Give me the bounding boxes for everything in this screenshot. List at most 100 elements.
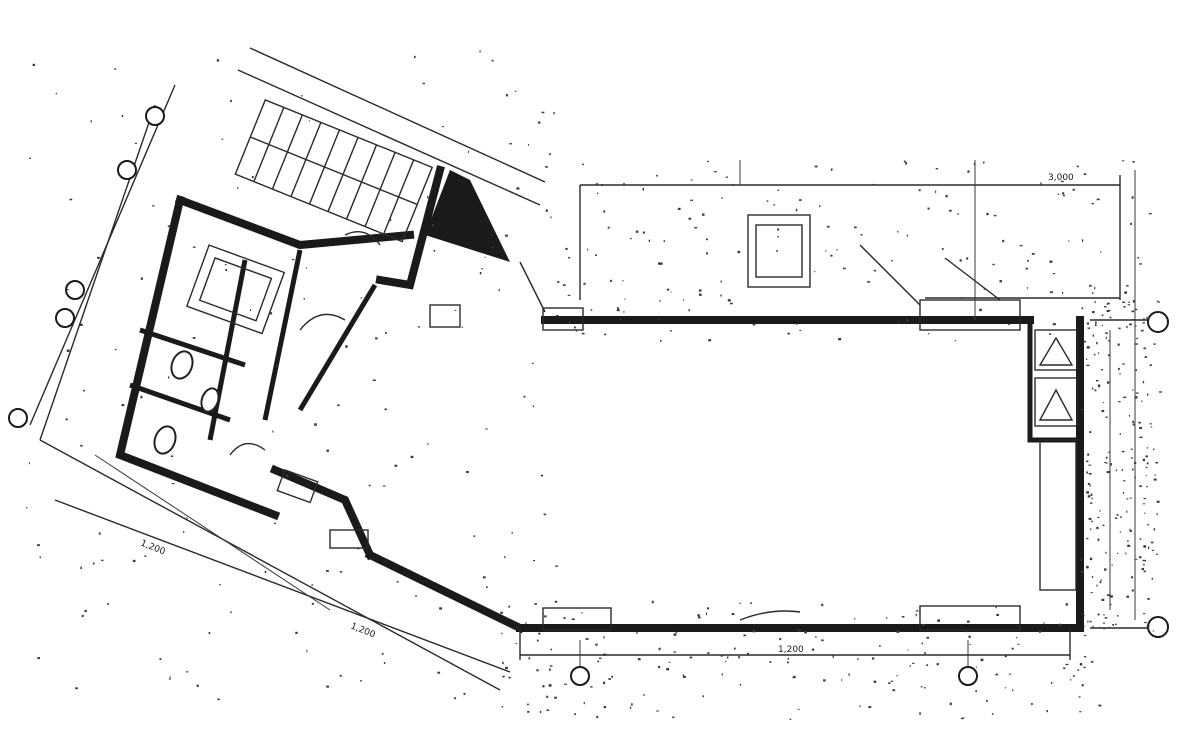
scan-speck (1094, 301, 1096, 304)
scan-speck (659, 262, 663, 265)
scan-speck (843, 267, 846, 270)
scan-speck (1147, 393, 1149, 396)
scan-speck (658, 647, 661, 651)
scan-speck (1111, 564, 1113, 566)
scan-speck (546, 695, 549, 698)
scan-speck (1068, 240, 1070, 242)
scan-speck (1139, 427, 1142, 430)
scan-speck (1063, 194, 1065, 197)
scan-speck (375, 337, 378, 340)
scan-speck (454, 309, 457, 311)
scan-speck (1090, 661, 1094, 663)
service-wing (29, 47, 546, 691)
scan-speck (1129, 530, 1132, 532)
scan-speck (1051, 681, 1053, 684)
column-stub (542, 607, 612, 631)
scan-speck (1134, 558, 1138, 560)
scan-speck (651, 600, 654, 604)
scan-speck (1092, 291, 1094, 295)
equipment-box (429, 304, 461, 328)
scan-speck (959, 259, 962, 262)
scan-speck (983, 287, 986, 290)
scan-speck (1112, 624, 1115, 626)
scan-speck (1154, 474, 1156, 477)
scan-speck (555, 315, 559, 317)
scan-speck (1123, 396, 1127, 399)
scan-speck (1144, 560, 1147, 562)
scan-speck (1146, 486, 1148, 488)
scan-speck (1116, 514, 1119, 516)
scan-speck (1144, 622, 1147, 624)
scan-speck (1142, 322, 1145, 324)
scan-speck (1094, 389, 1097, 392)
scan-speck (1099, 510, 1101, 512)
scan-speck (65, 418, 68, 421)
scan-speck (1121, 469, 1124, 471)
scan-speck (55, 92, 57, 95)
scan-speck (1065, 603, 1068, 606)
scan-speck (1119, 373, 1121, 375)
scan-speck (739, 684, 742, 686)
scan-speck (927, 207, 930, 210)
scan-speck (500, 611, 503, 614)
scan-speck (658, 318, 660, 321)
scan-speck (598, 657, 602, 659)
scan-speck (80, 323, 83, 326)
scan-speck (920, 686, 923, 688)
scan-speck (1137, 257, 1140, 259)
scan-speck (1135, 392, 1139, 394)
scan-speck (97, 256, 100, 259)
scan-speck (666, 288, 670, 291)
scan-speck (1098, 627, 1102, 629)
scan-speck (326, 685, 330, 688)
scan-speck (1052, 323, 1056, 326)
scan-speck (1128, 301, 1130, 303)
scan-speck (1031, 703, 1033, 705)
wing-dimension-line-top-2 (237, 69, 541, 206)
scan-speck (80, 566, 82, 569)
scan-speck (595, 183, 598, 185)
scan-speck (1134, 476, 1136, 479)
scan-speck (888, 682, 891, 684)
scan-speck (1146, 447, 1149, 449)
scan-speck (1091, 576, 1094, 578)
scan-speck (821, 639, 824, 642)
scan-speck (528, 144, 529, 146)
scan-speck (39, 556, 41, 559)
scan-speck (677, 207, 681, 210)
scan-speck (1147, 316, 1150, 319)
scan-speck (915, 610, 919, 612)
scan-speck (303, 298, 305, 300)
scan-speck (1105, 462, 1108, 464)
scan-speck (642, 231, 645, 234)
scan-speck (935, 168, 939, 170)
axis-bubbles (8, 106, 1169, 686)
scan-speck (1115, 469, 1118, 472)
scan-speck (515, 643, 518, 645)
scan-speck (1087, 495, 1091, 498)
wing-dimension-line-bottom (39, 439, 501, 691)
scan-speck (1143, 564, 1145, 566)
scan-speck (427, 196, 429, 199)
scan-speck (1135, 369, 1137, 372)
scan-speck (581, 612, 583, 614)
scan-speck (1088, 473, 1092, 475)
scan-speck (682, 675, 686, 678)
scan-speck (454, 697, 457, 700)
scan-speck (743, 634, 747, 637)
scan-speck (1135, 308, 1138, 311)
scan-speck (901, 616, 905, 618)
scan-speck (658, 665, 660, 669)
scan-speck (1159, 391, 1162, 393)
scan-speck (795, 208, 798, 212)
scan-speck (1098, 352, 1100, 354)
scan-speck (1012, 689, 1014, 692)
scan-speck (538, 121, 541, 124)
scan-speck (1115, 517, 1118, 519)
scan-speck (983, 161, 985, 164)
scan-speck (1083, 625, 1085, 627)
scan-speck (1127, 304, 1131, 306)
scan-speck (961, 717, 965, 719)
scan-speck (1134, 396, 1138, 399)
grid-axis-bubble (55, 308, 75, 328)
